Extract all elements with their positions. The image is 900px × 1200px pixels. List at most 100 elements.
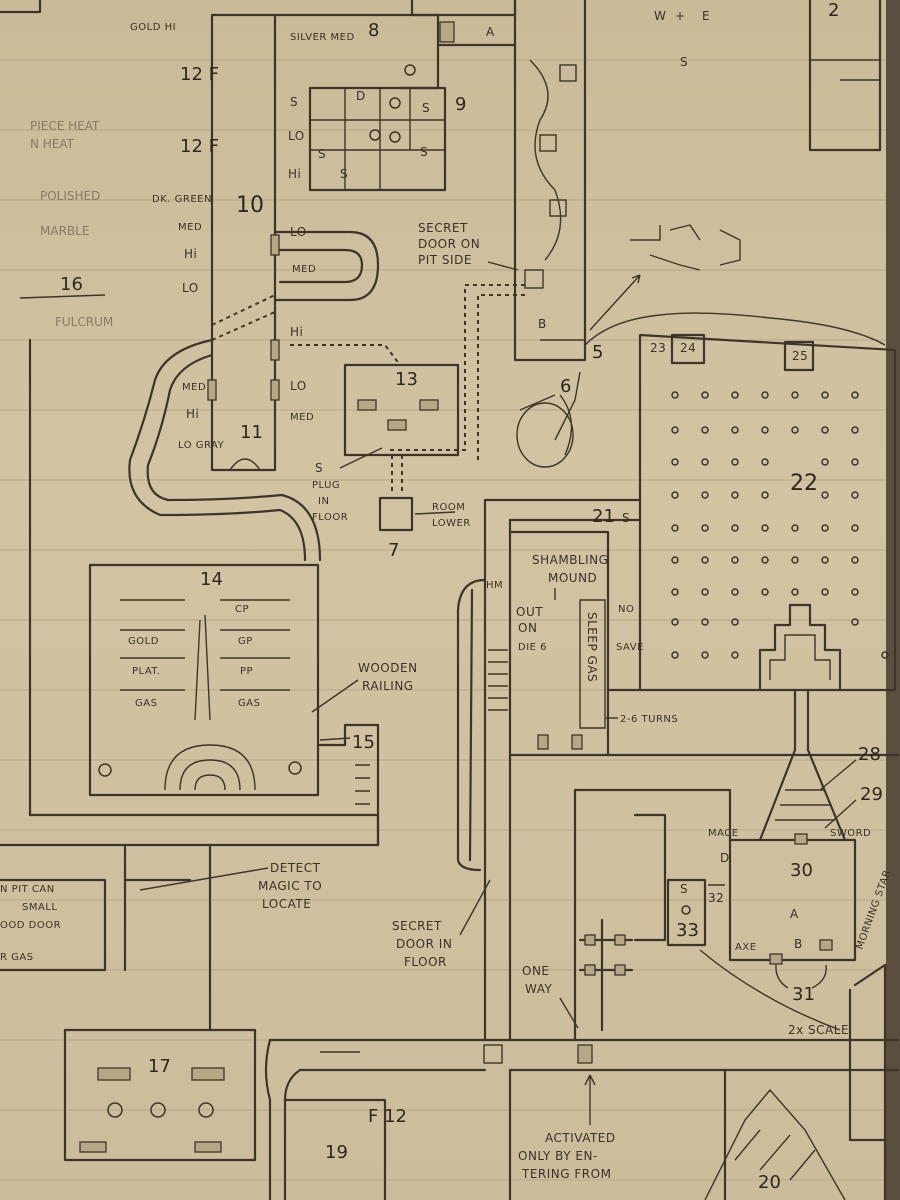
mark-hi-1: Hi: [184, 247, 197, 261]
room-9-pillar: [389, 97, 401, 109]
room-17-pillar: [107, 1102, 123, 1118]
corridor-33-inner: [633, 813, 667, 942]
door: [614, 934, 626, 946]
note-no-save-2: SAVE: [616, 642, 644, 653]
dashed-link: [290, 344, 401, 366]
arrow: [699, 949, 841, 1031]
room-13-chest: [419, 399, 439, 411]
arrow: [414, 511, 456, 515]
note-pit-3: OOD DOOR: [0, 920, 61, 931]
bottom-corridor: [268, 1038, 900, 1072]
room-scale-inner: [848, 988, 887, 1142]
note-sleep-gas: SLEEP GAS: [585, 612, 599, 682]
room-6-mark-b: B: [538, 317, 547, 331]
note-out-on-3: DIE 6: [518, 642, 547, 653]
room-activated: [508, 1068, 727, 1200]
note-room-lower-2: LOWER: [432, 518, 471, 529]
arrow: [554, 371, 581, 441]
arrow: [459, 879, 491, 936]
note-room-lower-1: ROOM: [432, 502, 465, 513]
arrow: [139, 867, 269, 891]
mark-med-1: MED: [178, 222, 202, 233]
note-shambling-2: MOUND: [548, 571, 597, 585]
room-31-label: 31: [792, 984, 815, 1005]
corridor-10: [210, 13, 277, 472]
winding-passage-inner: [146, 353, 322, 562]
dashed-shaft: [391, 455, 403, 495]
door: [537, 734, 549, 750]
note-secret-floor-3: FLOOR: [404, 955, 447, 969]
pit-square: [539, 134, 557, 152]
outer-wall: [28, 338, 380, 847]
room-17-chest: [191, 1067, 225, 1081]
arrow: [339, 447, 383, 469]
note-one-way-1: ONE: [522, 964, 550, 978]
room-19-f12: F 12: [368, 1106, 407, 1127]
room-9-pillar: [404, 64, 416, 76]
room-17: [63, 1028, 257, 1162]
room-25-label: 25: [792, 349, 808, 363]
arrow: [319, 737, 351, 741]
room-14-arch-stairs: [164, 744, 256, 791]
room-23-label: 23: [650, 341, 666, 355]
room-2-label: 2: [828, 0, 839, 21]
door: [769, 953, 783, 965]
corridor-21-top: [483, 498, 642, 522]
room-14-railing: [194, 614, 211, 721]
room-16-label: 16: [60, 274, 83, 295]
room-32-mark-s: S: [680, 882, 688, 896]
room-11-label: 11: [240, 422, 263, 443]
u-passage-inner: [278, 248, 364, 284]
mark-lo-1: LO: [182, 281, 199, 295]
door: [270, 339, 280, 361]
note-secret-floor-1: SECRET: [392, 919, 442, 933]
room-13-chest: [357, 399, 377, 411]
mark-med-4: MED: [182, 382, 206, 393]
room-13-chest: [387, 419, 407, 431]
mark-med-3: MED: [290, 412, 314, 423]
alcove-24: [670, 333, 706, 365]
room-17-label: 17: [148, 1056, 171, 1077]
room-19: [283, 1098, 387, 1200]
room-22: [638, 333, 897, 692]
room-topleft-partial: [0, 0, 42, 14]
mark-lo-gray: LO GRAY: [178, 440, 225, 451]
room-14-pillar: [98, 763, 112, 777]
note-plug-s: S: [315, 461, 323, 475]
vault-gold: GOLD: [128, 636, 159, 647]
mark-hi-3: Hi: [186, 407, 199, 421]
note-activated-2: ONLY BY EN-: [518, 1149, 598, 1163]
room-scale: [853, 963, 887, 1200]
alcove-25: [783, 340, 815, 372]
vault-cp: CP: [235, 604, 249, 615]
mark-12f-1: 12 F: [180, 64, 219, 85]
room-29-label: 29: [860, 784, 883, 805]
arrow: [589, 274, 641, 331]
winding-passage: [128, 338, 307, 562]
room-17-pillar: [150, 1102, 166, 1118]
loop-passage: [456, 578, 487, 872]
door: [584, 934, 596, 946]
room-9-pillar: [389, 131, 401, 143]
room-15-steps: [355, 764, 370, 805]
door: [819, 939, 833, 951]
mark-lo-3: LO: [290, 379, 307, 393]
funnel-28: [758, 748, 847, 842]
arrow: [311, 679, 359, 713]
page-edge: [886, 0, 900, 1200]
pit-square: [549, 199, 567, 217]
door: [571, 734, 583, 750]
note-detect-magic-2: MAGIC TO: [258, 879, 322, 893]
note-detect-magic-1: DETECT: [270, 861, 321, 875]
vault-pp: PP: [240, 666, 253, 677]
room-15: [316, 723, 380, 847]
mark-med-2: MED: [292, 264, 316, 275]
note-wooden-railing-2: RAILING: [362, 679, 414, 693]
winding-stream: [529, 59, 562, 261]
note-secret-door-pit-1: SECRET: [418, 221, 468, 235]
arrow: [559, 997, 579, 1029]
room-7-label: 7: [388, 540, 399, 561]
room-9-s-3: S: [318, 147, 326, 161]
room-30-mark-b: B: [794, 937, 803, 951]
